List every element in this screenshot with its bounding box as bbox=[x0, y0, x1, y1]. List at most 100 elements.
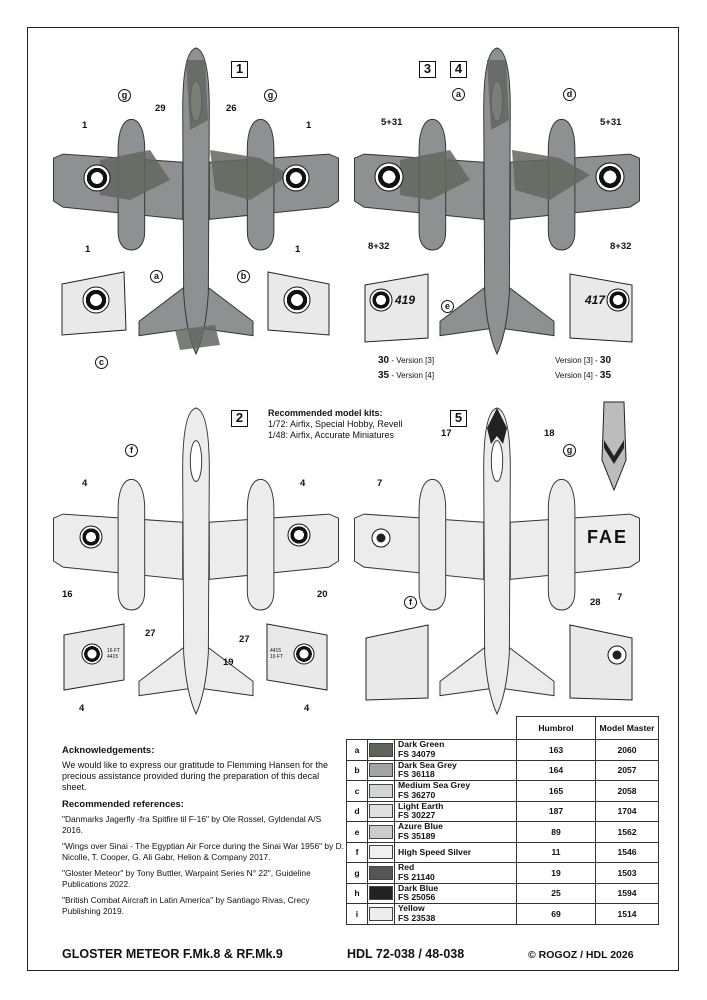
color-callout-f: f bbox=[404, 596, 417, 609]
sheet-border bbox=[27, 27, 679, 971]
version-note: 30 - Version [3] bbox=[378, 355, 435, 366]
callout-4: 4 bbox=[304, 703, 310, 714]
callout-29: 29 bbox=[155, 103, 166, 114]
color-swatch bbox=[369, 783, 393, 798]
roundel-underwing-5-center bbox=[612, 650, 622, 660]
view-number-5: 5 bbox=[450, 410, 467, 427]
underwing-panel-left-5 bbox=[365, 624, 429, 701]
acknowledgements-block: Acknowledgements: We would like to expre… bbox=[62, 745, 344, 922]
humbrol-header: Humbrol bbox=[516, 716, 596, 740]
callout-19: 19 bbox=[223, 657, 234, 668]
color-row: f High Speed Silver 11 1546 bbox=[346, 841, 659, 863]
roundel-view-1-right bbox=[282, 164, 310, 192]
reference-item: "Danmarks Jagerfly -fra Spitfire til F-1… bbox=[62, 814, 322, 835]
color-callout-f: f bbox=[125, 444, 138, 457]
version-note: Version [4] - 35 bbox=[555, 370, 612, 381]
kit-line: 1/48: Airfix, Accurate Miniatures bbox=[268, 430, 395, 440]
version-note: 35 - Version [4] bbox=[378, 370, 435, 381]
view-number-2: 2 bbox=[231, 410, 248, 427]
callout-5-31: 5+31 bbox=[381, 117, 403, 128]
callout-27: 27 bbox=[239, 634, 250, 645]
roundel-view-5-left-center bbox=[376, 533, 386, 543]
underwing-panel-right-5 bbox=[569, 624, 633, 701]
callout-1: 1 bbox=[85, 244, 91, 255]
nose-chevron-view-5 bbox=[487, 408, 507, 444]
roundel-underwing-4 bbox=[293, 643, 315, 665]
color-swatch bbox=[369, 742, 393, 757]
small-wing-text-right: 4415 16 FT bbox=[270, 648, 284, 660]
callout-28: 28 bbox=[590, 597, 601, 608]
color-callout-g: g bbox=[118, 89, 131, 102]
callout-16: 16 bbox=[62, 589, 73, 600]
callout-8-32: 8+32 bbox=[368, 241, 390, 252]
view-number-3: 3 bbox=[419, 61, 436, 78]
callout-4: 4 bbox=[79, 703, 85, 714]
callout-5-31: 5+31 bbox=[600, 117, 622, 128]
acknowledgements-heading: Acknowledgements: bbox=[62, 745, 155, 756]
serial-code-right: 417 bbox=[585, 293, 606, 307]
recommended-kits-heading: Recommended model kits: bbox=[268, 408, 383, 418]
color-callout-b: b bbox=[237, 270, 250, 283]
callout-1: 1 bbox=[82, 120, 88, 131]
roundel-tail-3-4-left bbox=[369, 288, 393, 312]
footer-code: HDL 72-038 / 48-038 bbox=[347, 947, 465, 961]
roundel-tail-3-4-right bbox=[606, 288, 630, 312]
callout-17: 17 bbox=[441, 428, 452, 439]
roundel-underwing-3 bbox=[81, 643, 103, 665]
color-swatch bbox=[369, 865, 393, 880]
roundel-view-2-right bbox=[287, 523, 311, 547]
reference-item: "Gloster Meteor" by Tony Buttler, Warpai… bbox=[62, 868, 311, 889]
color-swatch bbox=[369, 804, 393, 819]
color-swatch bbox=[369, 906, 393, 921]
view-number-4: 4 bbox=[450, 61, 467, 78]
callout-8-32: 8+32 bbox=[610, 241, 632, 252]
nose-detail-chevron bbox=[604, 440, 624, 464]
color-swatch bbox=[369, 886, 393, 901]
callout-1: 1 bbox=[306, 120, 312, 131]
acknowledgements-text: We would like to express our gratitude t… bbox=[62, 760, 328, 792]
roundel-view-3-4-right bbox=[595, 162, 625, 192]
serial-code-left: 419 bbox=[395, 293, 416, 307]
color-callout-c: c bbox=[95, 356, 108, 369]
callout-7: 7 bbox=[617, 592, 623, 603]
roundel-view-3-4-left bbox=[374, 162, 404, 192]
color-callout-g: g bbox=[264, 89, 277, 102]
references-heading: Recommended references: bbox=[62, 799, 184, 810]
version-note: Version [3] - 30 bbox=[555, 355, 612, 366]
camo-pattern-view-3-4 bbox=[400, 60, 590, 200]
callout-18: 18 bbox=[544, 428, 555, 439]
callout-27: 27 bbox=[145, 628, 156, 639]
nose-detail-view-5 bbox=[601, 401, 627, 492]
recommended-kits: Recommended model kits: 1/72: Airfix, Sp… bbox=[268, 408, 402, 441]
roundel-view-1-left bbox=[83, 164, 111, 192]
reference-item: "British Combat Aircraft in Latin Americ… bbox=[62, 895, 310, 916]
color-callout-e: e bbox=[441, 300, 454, 313]
callout-7: 7 bbox=[377, 478, 383, 489]
callout-4: 4 bbox=[300, 478, 306, 489]
camo-pattern-view-1 bbox=[100, 60, 290, 350]
small-wing-text-left: 16 FT 4415 bbox=[107, 648, 121, 660]
callout-1: 1 bbox=[295, 244, 301, 255]
roundel-underwing-2 bbox=[283, 286, 311, 314]
callout-20: 20 bbox=[317, 589, 328, 600]
roundel-view-2-left bbox=[79, 525, 103, 549]
color-swatch bbox=[369, 845, 393, 860]
fae-code: FAE bbox=[587, 527, 629, 547]
model-master-header: Model Master bbox=[595, 716, 659, 740]
reference-item: "Wings over Sinai - The Egyptian Air For… bbox=[62, 841, 344, 862]
color-callout-a: a bbox=[150, 270, 163, 283]
color-callout-g: g bbox=[563, 444, 576, 457]
color-swatch bbox=[369, 763, 393, 778]
view-number-1: 1 bbox=[231, 61, 248, 78]
color-callout-a: a bbox=[452, 88, 465, 101]
